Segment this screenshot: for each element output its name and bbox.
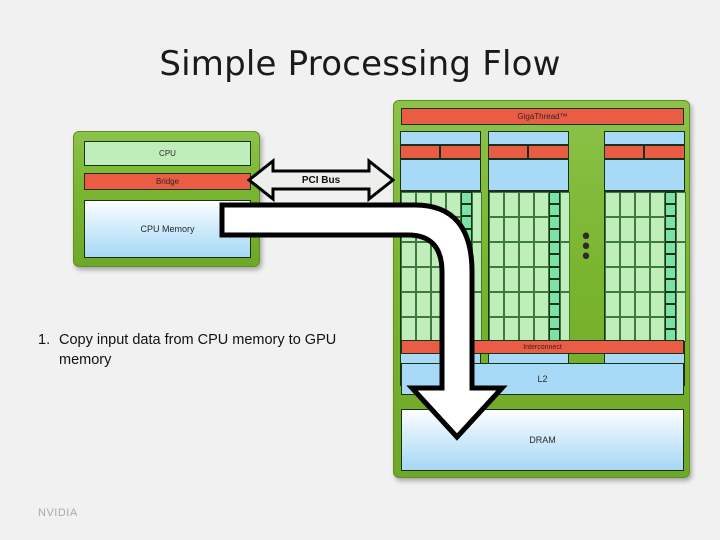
list-item-number: 1. [38,332,51,348]
gigathread-scheduler-block: GigaThread™ [401,108,684,125]
sm-warp-scheduler [400,145,440,159]
sm-core-array [488,191,570,342]
copy-arrow [219,202,508,441]
cpu-bridge-block: Bridge [84,173,251,190]
footer-brand: NVIDIA [38,507,78,519]
pci-bus-arrow [247,158,395,202]
sm-group [604,131,686,399]
page-title: Simple Processing Flow [159,44,561,84]
sm-warp-scheduler [440,145,481,159]
list-item: 1. Copy input data from CPU memory to GP… [38,330,368,370]
sm-instruction-cache [488,131,569,145]
sm-register-file [488,159,569,191]
cpu-package: CPU Bridge CPU Memory [73,131,260,267]
list-item-text: Copy input data from CPU memory to GPU m… [59,332,337,368]
sm-warp-scheduler [528,145,569,159]
sm-warp-scheduler [604,145,644,159]
sm-instruction-cache [604,131,685,145]
sm-instruction-cache [400,131,481,145]
sm-warp-scheduler [488,145,528,159]
bullet-list: 1. Copy input data from CPU memory to GP… [38,330,368,370]
sm-group [488,131,570,399]
sm-register-file [400,159,481,191]
sm-groups-ellipsis: • • • [579,225,595,270]
sm-register-file [604,159,685,191]
sm-warp-scheduler [644,145,685,159]
cpu-core-block: CPU [84,141,251,166]
sm-core-array [604,191,686,342]
